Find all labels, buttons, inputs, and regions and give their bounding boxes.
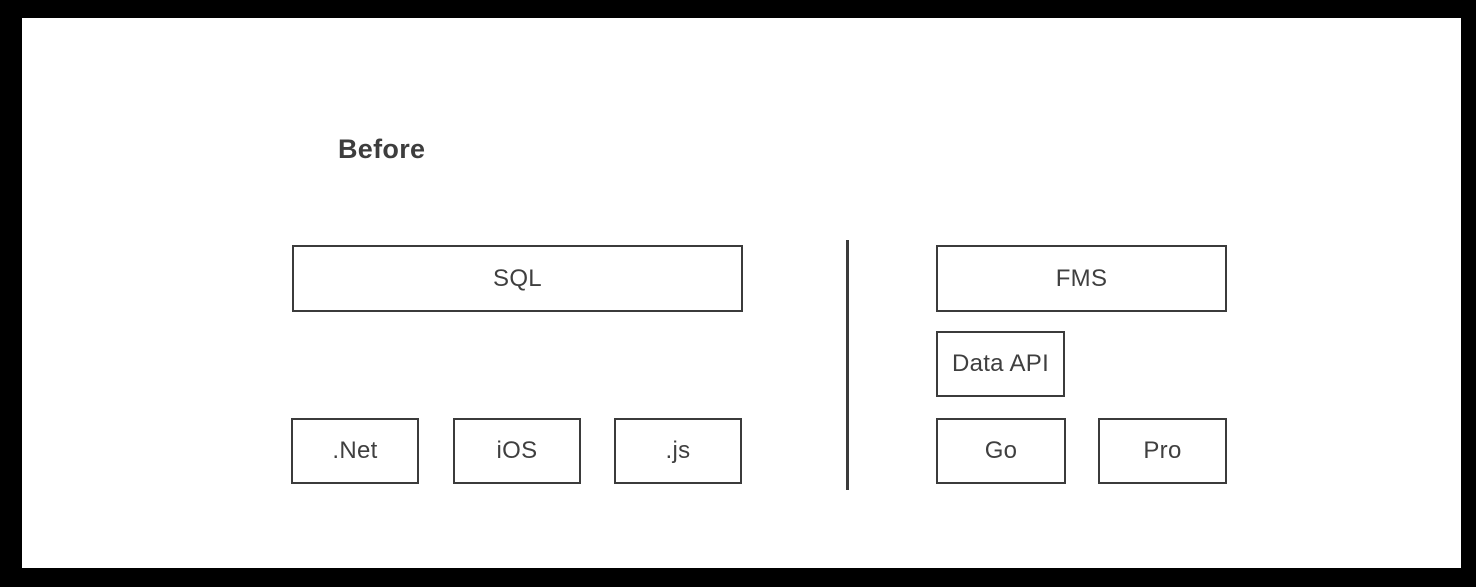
box-ios: iOS <box>453 418 581 484</box>
box-dotnet: .Net <box>291 418 419 484</box>
box-sql: SQL <box>292 245 743 312</box>
diagram-title: Before <box>338 134 426 164</box>
box-js: .js <box>614 418 742 484</box>
box-go: Go <box>936 418 1066 484</box>
vertical-divider <box>846 240 849 490</box>
slide-canvas: Before SQL .Net iOS .js FMS Data API Go … <box>22 18 1461 568</box>
box-fms: FMS <box>936 245 1227 312</box>
box-pro: Pro <box>1098 418 1227 484</box>
box-data-api: Data API <box>936 331 1065 397</box>
